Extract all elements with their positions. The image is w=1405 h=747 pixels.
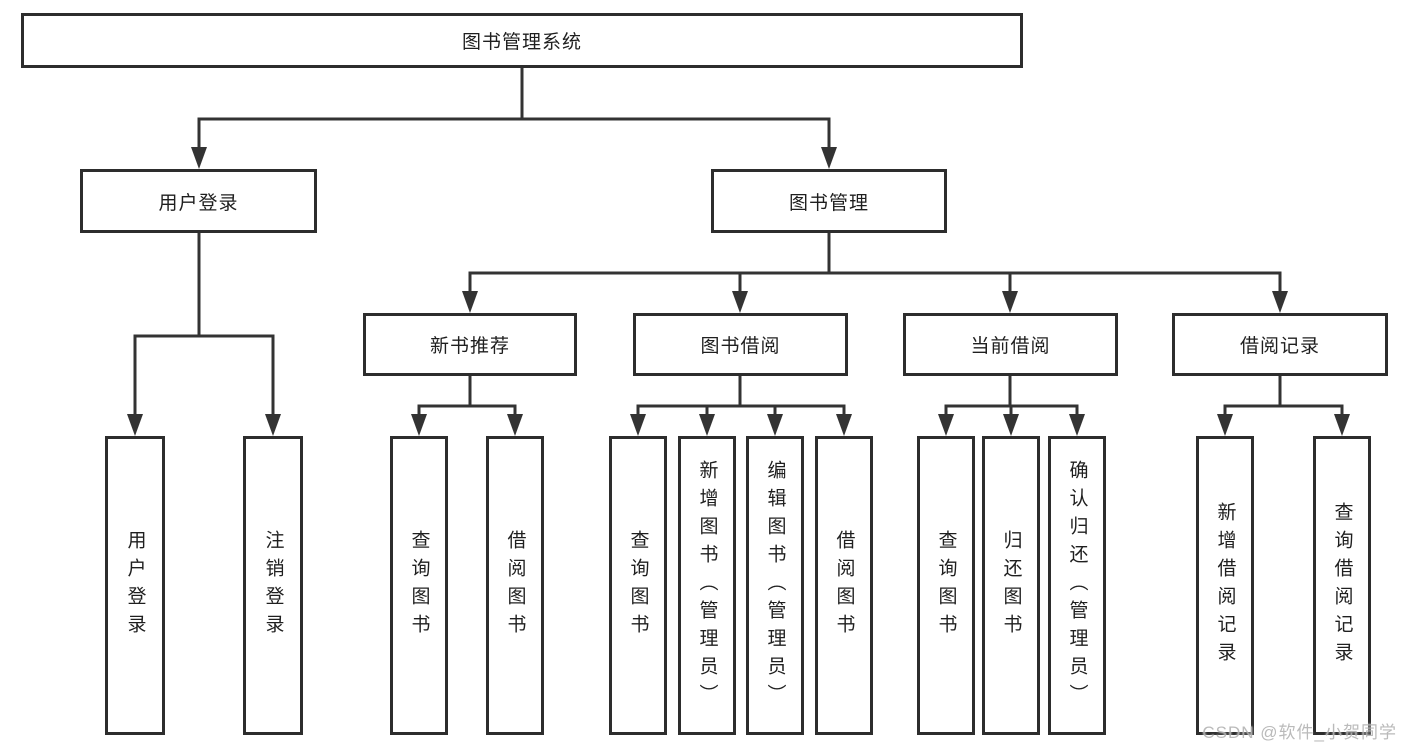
node-label: 确认归还（管理员） — [1066, 459, 1088, 712]
node-label: 查询借阅记录 — [1331, 501, 1353, 670]
node-book-borrow: 图书借阅 — [633, 313, 848, 376]
node-label: 归还图书 — [1000, 529, 1022, 642]
node-label: 编辑图书（管理员） — [764, 459, 786, 712]
leaf-return-books: 归还图书 — [982, 436, 1040, 735]
node-root-system: 图书管理系统 — [21, 13, 1023, 68]
node-label: 查询图书 — [935, 529, 957, 642]
leaf-logout: 注销登录 — [243, 436, 303, 735]
leaf-edit-books-admin: 编辑图书（管理员） — [746, 436, 804, 735]
node-book-management: 图书管理 — [711, 169, 947, 233]
leaf-add-borrow-record: 新增借阅记录 — [1196, 436, 1254, 735]
node-label: 用户登录 — [124, 529, 146, 642]
node-current-borrow: 当前借阅 — [903, 313, 1118, 376]
leaf-query-books-current: 查询图书 — [917, 436, 975, 735]
node-borrow-records: 借阅记录 — [1172, 313, 1388, 376]
node-label: 借阅图书 — [504, 529, 526, 642]
leaf-borrow-books: 借阅图书 — [815, 436, 873, 735]
node-label: 新增图书（管理员） — [696, 459, 718, 712]
leaf-add-books-admin: 新增图书（管理员） — [678, 436, 736, 735]
node-new-book-recommend: 新书推荐 — [363, 313, 577, 376]
tree-edges — [133, 66, 1344, 419]
node-label: 用户登录 — [158, 192, 239, 214]
node-label: 查询图书 — [627, 529, 649, 642]
node-label: 新增借阅记录 — [1214, 501, 1236, 670]
node-label: 借阅图书 — [833, 529, 855, 642]
node-label: 借阅记录 — [1239, 336, 1320, 357]
arrowhead-icons — [127, 147, 1350, 436]
node-label: 新书推荐 — [429, 336, 510, 357]
watermark: CSDN @软件_小贺同学 — [1202, 723, 1397, 742]
node-label: 注销登录 — [262, 529, 284, 642]
leaf-query-books-recommend: 查询图书 — [390, 436, 448, 735]
node-user-login: 用户登录 — [80, 169, 317, 233]
node-label: 图书管理系统 — [461, 32, 582, 53]
node-label: 图书借阅 — [700, 336, 781, 357]
node-label: 图书管理 — [788, 192, 869, 214]
node-label: 当前借阅 — [970, 336, 1051, 357]
leaf-query-books-borrow: 查询图书 — [609, 436, 667, 735]
leaf-user-login: 用户登录 — [105, 436, 165, 735]
leaf-query-borrow-record: 查询借阅记录 — [1313, 436, 1371, 735]
leaf-borrow-books-recommend: 借阅图书 — [486, 436, 544, 735]
leaf-confirm-return-admin: 确认归还（管理员） — [1048, 436, 1106, 735]
node-label: 查询图书 — [408, 529, 430, 642]
